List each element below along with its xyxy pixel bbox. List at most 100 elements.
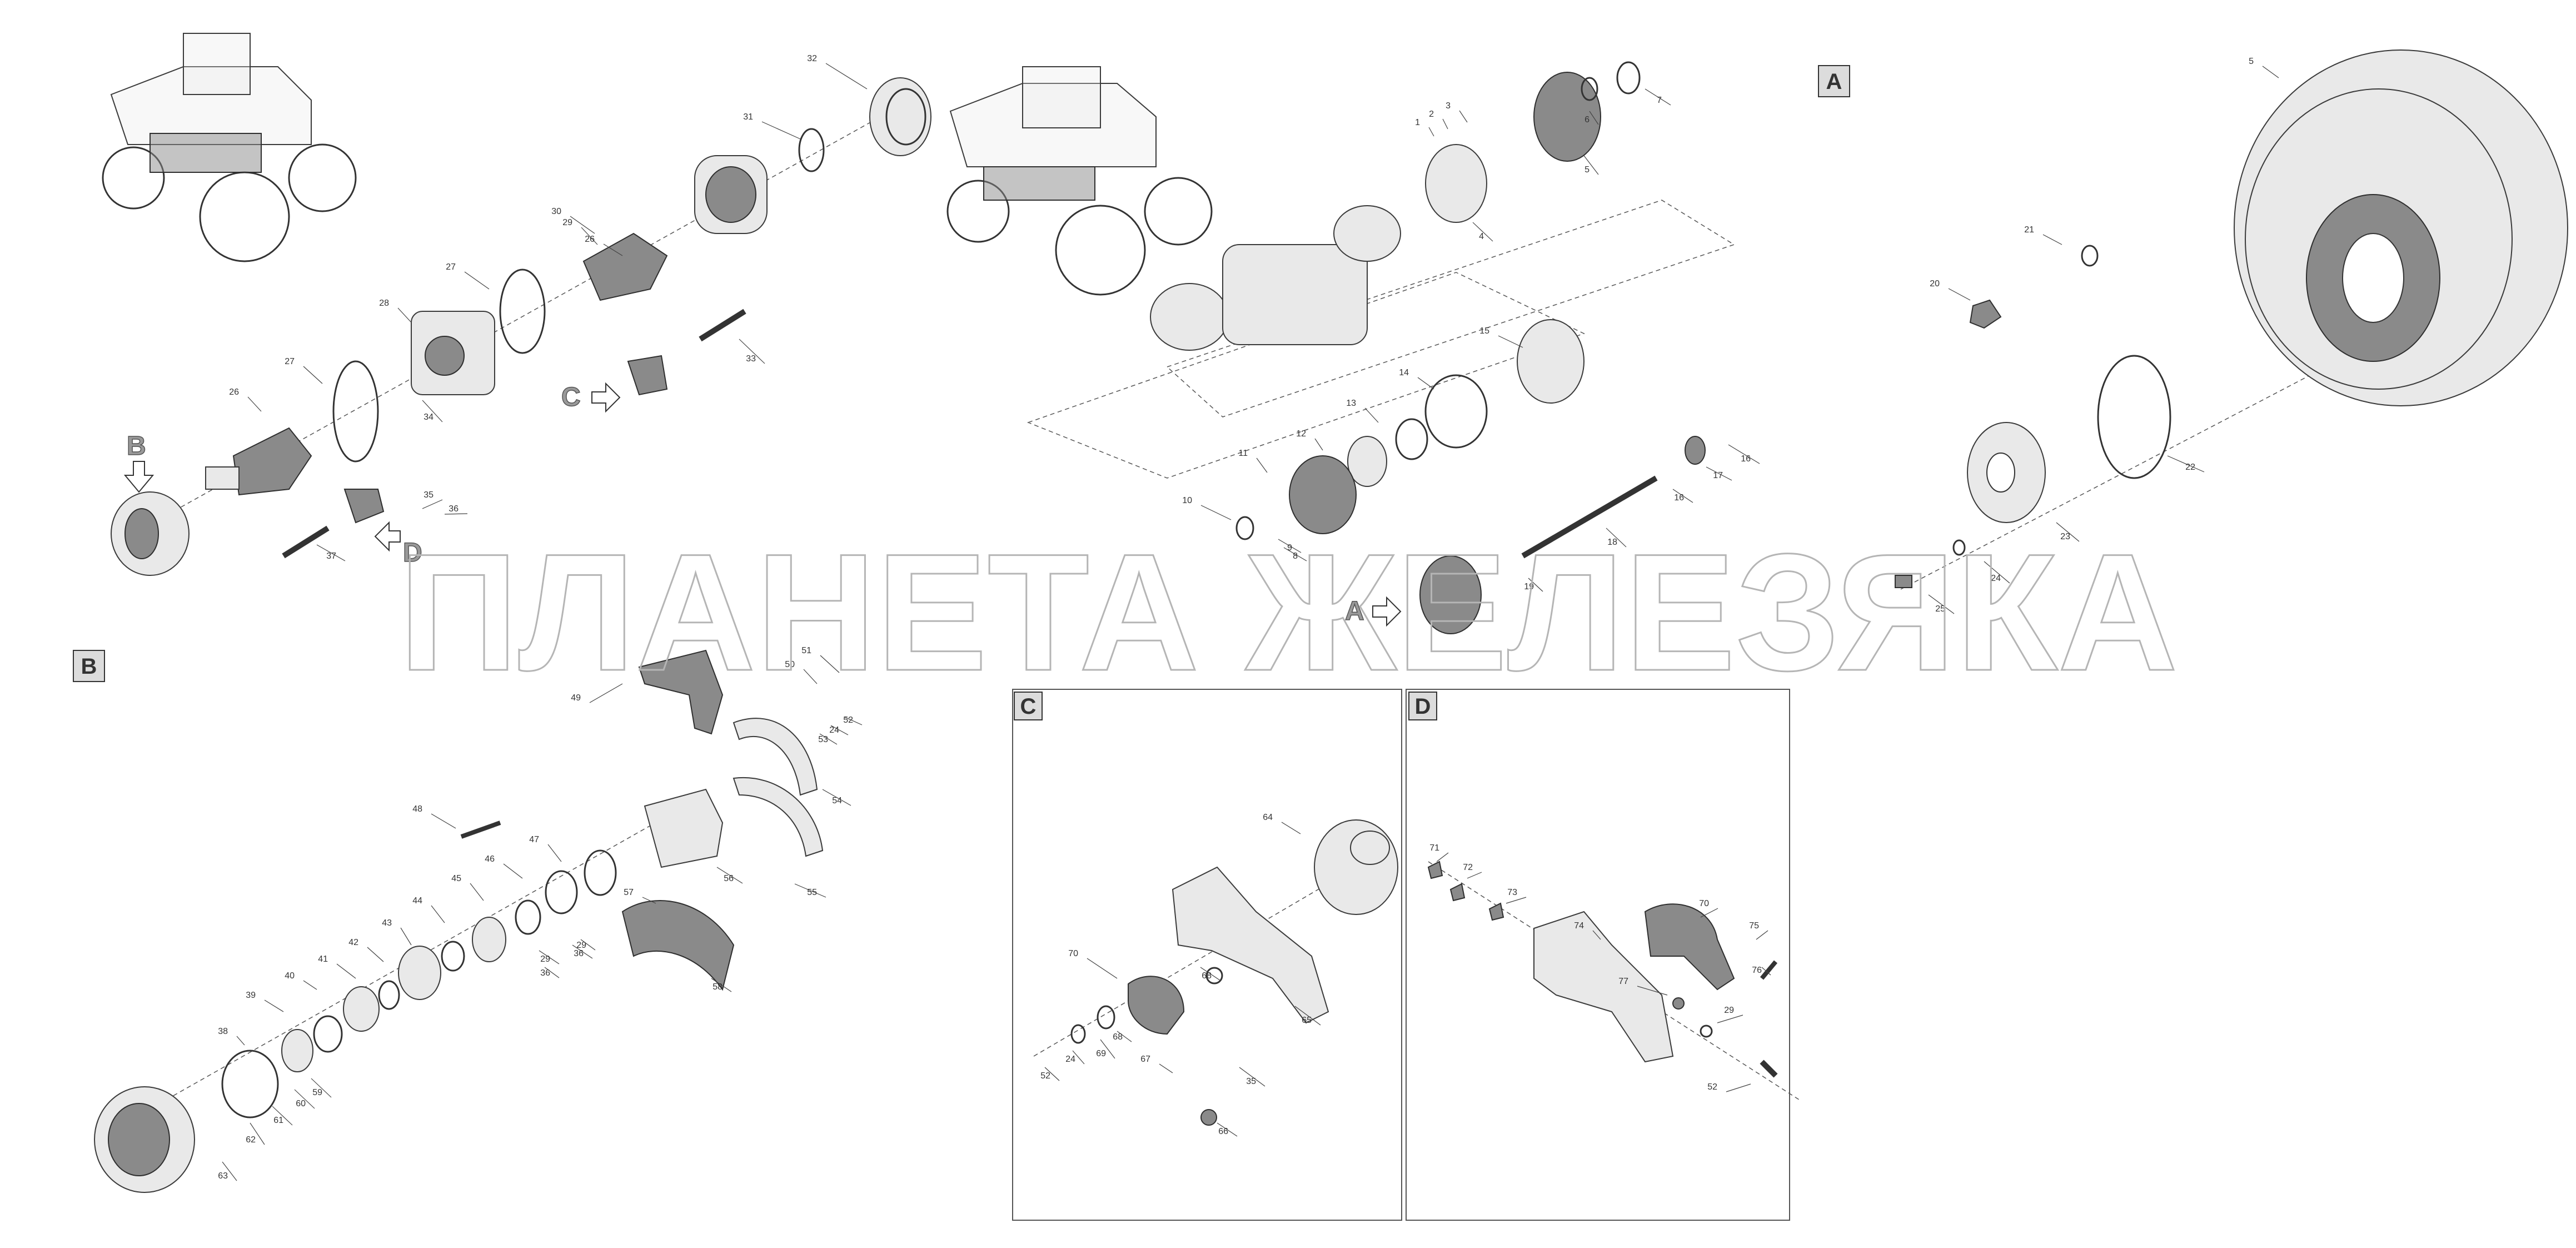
callout-leader bbox=[603, 243, 623, 256]
callout-leader bbox=[1314, 438, 1323, 451]
callout-leader bbox=[2262, 66, 2279, 78]
callout-leader bbox=[803, 669, 818, 684]
callout-gB-63: 63 bbox=[218, 1171, 228, 1181]
callout-gC-52: 52 bbox=[1040, 1071, 1050, 1081]
part-62-ring bbox=[221, 1050, 279, 1118]
tractor-thumbnail-right bbox=[946, 66, 1213, 296]
part-74-bracket bbox=[1533, 911, 1674, 1063]
part-4-carrier bbox=[1425, 144, 1487, 223]
callout-leader bbox=[539, 950, 560, 964]
callout-leader bbox=[794, 883, 826, 898]
callout-leader bbox=[1417, 377, 1434, 390]
callout-gD-71: 71 bbox=[1429, 843, 1439, 853]
group-b-parts bbox=[94, 649, 824, 1193]
callout-leader bbox=[1459, 110, 1468, 123]
callout-leader bbox=[1278, 539, 1302, 553]
part-26b-housing bbox=[232, 427, 312, 496]
callout-gB-52: 52 bbox=[843, 715, 853, 725]
axle-left-housing bbox=[1150, 283, 1229, 351]
callout-leader bbox=[1506, 897, 1527, 904]
callout-g2-14: 14 bbox=[1399, 368, 1409, 377]
callout-leader bbox=[844, 717, 863, 725]
callout-g1-36: 36 bbox=[449, 504, 459, 514]
callout-leader bbox=[247, 396, 262, 412]
callout-g1-30: 30 bbox=[551, 207, 561, 216]
callout-gC-65: 65 bbox=[1302, 1016, 1312, 1025]
callout-g2-18: 18 bbox=[1607, 538, 1617, 547]
callout-gC-69: 69 bbox=[1096, 1049, 1106, 1058]
part-21-ring bbox=[2081, 245, 2099, 267]
part-6-ring bbox=[1581, 77, 1598, 101]
callout-g1-33: 33 bbox=[746, 354, 756, 364]
part-71-clip bbox=[1427, 861, 1443, 879]
callout-leader bbox=[547, 844, 562, 862]
callout-gD-74: 74 bbox=[1574, 921, 1584, 931]
svg-text:D: D bbox=[1415, 694, 1431, 719]
detail-label-c: C bbox=[1014, 692, 1043, 720]
callout-g2-19: 19 bbox=[1524, 582, 1534, 591]
detail-label-b: B bbox=[73, 650, 105, 682]
callout-leader bbox=[572, 944, 593, 959]
callout-leader bbox=[1637, 986, 1668, 996]
svg-text:B: B bbox=[81, 654, 97, 679]
callout-g2-5: 5 bbox=[1585, 165, 1590, 175]
callout-g1-37: 37 bbox=[326, 551, 336, 561]
part-26-housing bbox=[582, 232, 668, 301]
part-42-bearing bbox=[398, 946, 441, 1000]
callout-leader bbox=[1728, 444, 1760, 464]
callout-gC-70: 70 bbox=[1068, 949, 1078, 958]
svg-text:A: A bbox=[1826, 69, 1842, 94]
part-58-lining bbox=[621, 900, 735, 991]
callout-leader bbox=[1589, 111, 1599, 125]
callout-gC-67: 67 bbox=[1140, 1055, 1150, 1064]
part-52-bolt bbox=[1760, 1060, 1778, 1078]
part-66-nut bbox=[1200, 1109, 1217, 1126]
callout-leader bbox=[1044, 1067, 1060, 1081]
callout-leader bbox=[1583, 155, 1599, 175]
callout-g2-1: 1 bbox=[1415, 118, 1420, 127]
part-22-gasket bbox=[2097, 355, 2171, 479]
part-a-assembly bbox=[1419, 555, 1482, 634]
view-arrow-a: A bbox=[1344, 596, 1402, 627]
part-12-bearing bbox=[1347, 436, 1387, 487]
callout-leader bbox=[431, 905, 445, 923]
part-40-bearing bbox=[343, 986, 380, 1032]
callout-gB-58: 58 bbox=[712, 982, 723, 992]
callout-leader bbox=[1428, 127, 1434, 137]
callout-g1-27: 27 bbox=[285, 357, 295, 366]
callout-g2-2: 2 bbox=[1429, 110, 1434, 119]
callout-gC-35: 35 bbox=[1246, 1077, 1256, 1086]
detail-label-a: A bbox=[1818, 65, 1850, 97]
callout-gB-41: 41 bbox=[318, 954, 328, 964]
callout-g2-16: 16 bbox=[1674, 493, 1684, 503]
callout-leader bbox=[739, 339, 765, 364]
part-33-shaft bbox=[699, 309, 746, 342]
callout-gB-60: 60 bbox=[296, 1099, 306, 1108]
callout-gD-76: 76 bbox=[1752, 966, 1762, 975]
callout-gB-51: 51 bbox=[801, 646, 811, 655]
part-27-ring bbox=[499, 269, 546, 354]
part-38-bearing bbox=[281, 1029, 313, 1072]
part-27b-ring bbox=[332, 360, 379, 463]
callout-g1-34: 34 bbox=[423, 412, 434, 422]
callout-gB-36: 36 bbox=[540, 968, 550, 978]
part-11-gear bbox=[1289, 455, 1357, 534]
callout-leader bbox=[503, 863, 523, 879]
callout-leader bbox=[1717, 1015, 1743, 1023]
callout-g2-8: 8 bbox=[1293, 551, 1298, 561]
callout-g1-35: 35 bbox=[423, 490, 434, 500]
detail-frame-d bbox=[1406, 689, 1790, 1221]
callout-gA-22: 22 bbox=[2185, 463, 2195, 472]
callout-leader bbox=[1436, 852, 1449, 862]
callout-leader bbox=[1467, 872, 1482, 879]
callout-leader bbox=[1217, 1122, 1238, 1137]
callout-g2-15: 15 bbox=[1479, 326, 1489, 336]
callout-leader bbox=[2056, 522, 2080, 542]
callout-g1-32: 32 bbox=[807, 54, 817, 63]
callout-gB-42: 42 bbox=[348, 938, 358, 947]
detail-label-d: D bbox=[1408, 692, 1437, 720]
callout-gB-36: 36 bbox=[574, 949, 584, 958]
callout-leader bbox=[1726, 1083, 1751, 1092]
callout-leader bbox=[1528, 578, 1543, 592]
callout-leader bbox=[1948, 288, 1971, 301]
